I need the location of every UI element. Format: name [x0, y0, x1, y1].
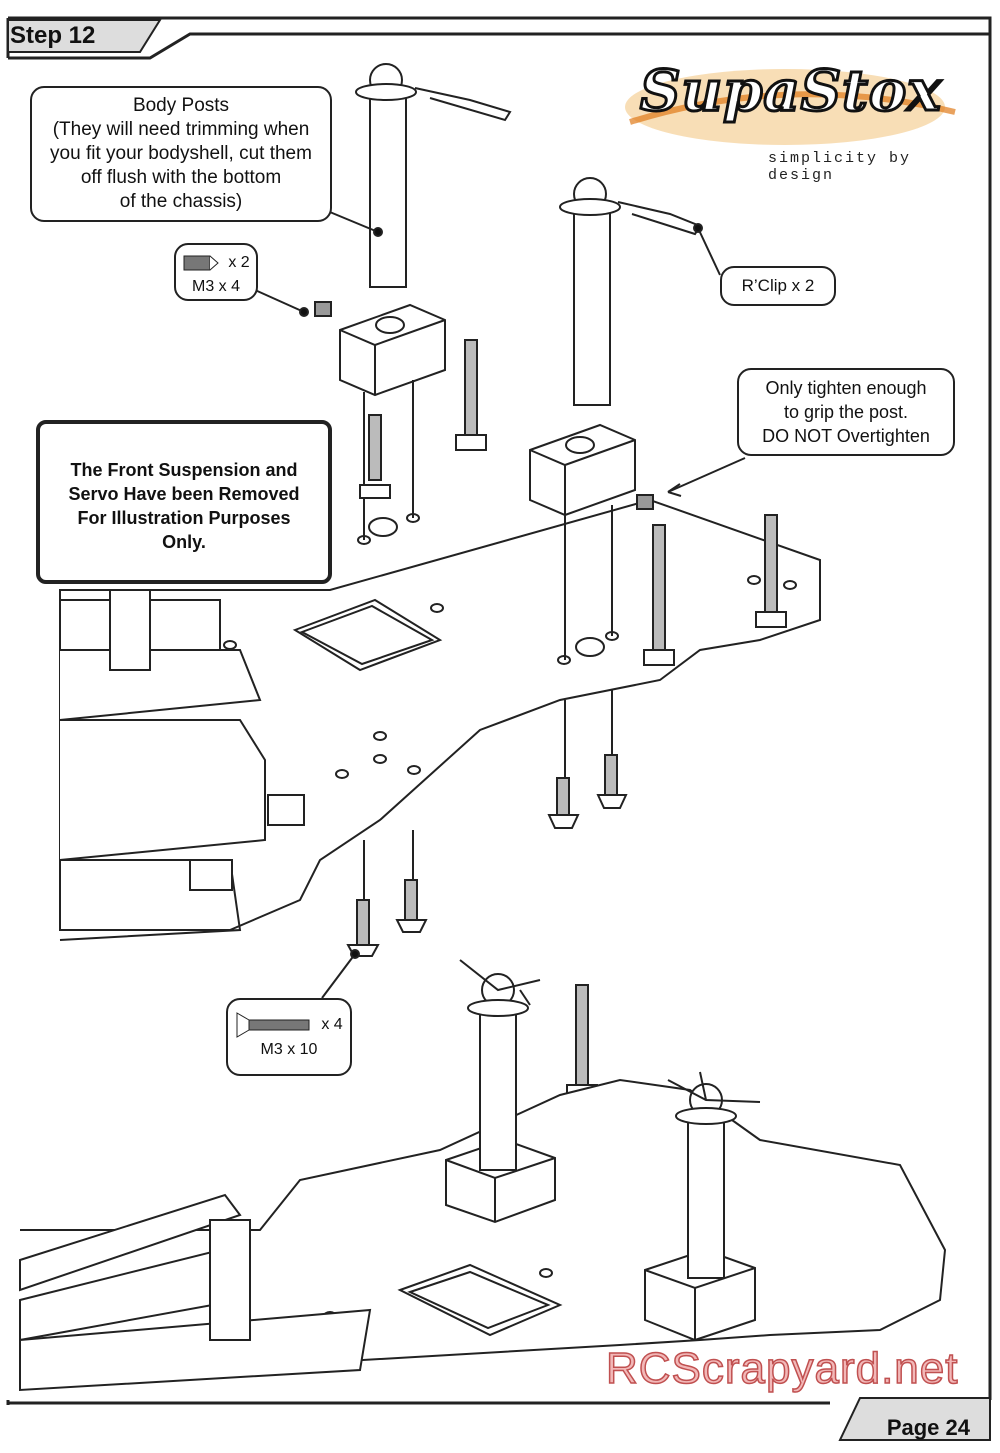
page-number: Page 24 — [886, 1415, 970, 1440]
callout-line: For Illustration Purposes — [77, 508, 291, 528]
callout-line: Body Posts — [132, 95, 230, 116]
countersunk-screw-icon — [236, 1012, 310, 1038]
callout-line: of the chassis) — [119, 191, 243, 212]
brand-logo: SupaStox simplicity by design — [620, 52, 970, 184]
callout-line: off flush with the bottom — [80, 167, 282, 188]
logo-glow-icon — [625, 69, 956, 145]
callout-m3x10: x 4 M3 x 10 — [226, 998, 352, 1076]
callout-line: DO NOT Overtighten — [762, 426, 930, 446]
logo-tagline: simplicity by design — [768, 150, 912, 184]
callout-removed-note: The Front Suspension and Servo Have been… — [36, 420, 332, 584]
callout-tighten: Only tighten enough to grip the post. DO… — [737, 368, 955, 456]
callout-line: you fit your bodyshell, cut them — [50, 143, 312, 164]
watermark: RCScrapyard.net — [605, 1343, 959, 1394]
callout-line: Only. — [162, 532, 206, 552]
logo-text: SupaStox — [639, 57, 943, 126]
screw-qty: x 2 — [228, 254, 250, 271]
screw-qty: x 4 — [321, 1016, 343, 1033]
callout-m3x4: x 2 M3 x 4 — [174, 243, 258, 301]
callout-line: to grip the post. — [783, 402, 909, 422]
callout-line: Only tighten enough — [765, 378, 927, 398]
screw-size: M3 x 4 — [191, 278, 240, 295]
callout-line: The Front Suspension and — [70, 460, 298, 480]
screw-size: M3 x 10 — [260, 1041, 318, 1058]
grub-screw-icon — [183, 255, 220, 271]
callout-line: Servo Have been Removed — [68, 484, 300, 504]
callout-rclip: R’Clip x 2 — [720, 266, 836, 306]
step-title: Step 12 — [10, 22, 96, 49]
callout-body-posts: Body Posts (They will need trimming when… — [30, 86, 332, 222]
callout-line: (They will need trimming when — [52, 119, 310, 140]
